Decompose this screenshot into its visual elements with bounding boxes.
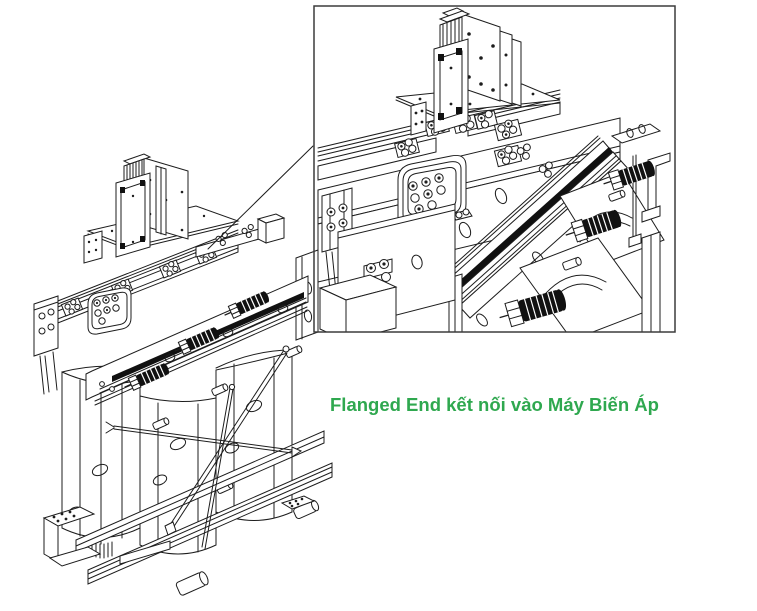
inset-hv-terminals [499,160,655,328]
detail-inset-view [317,7,671,332]
coil-holes [67,399,263,518]
hv-terminal [224,291,270,319]
beam-end-bracket [33,295,59,395]
bolt-cluster [158,259,182,279]
hv-terminal [174,327,220,355]
bolt-cluster [60,297,84,317]
hv-terminal [603,160,655,191]
detail-leader-line [207,145,314,250]
base-foot-right [280,495,316,510]
coil-spacer-pegs [152,345,303,494]
busbar-stub [195,213,286,258]
tie-rods [105,345,303,550]
main-transformer-view [33,153,333,596]
caption-flanged-end: Flanged End kết nối vào Máy Biến Áp [330,394,659,415]
base-frame [42,430,333,596]
inset-corner-box [318,274,398,332]
hv-terminals [124,291,270,391]
delta-loop-busbar [87,287,132,335]
flanged-end-assembly [115,153,189,258]
inset-flanged-end-assembly [433,7,522,134]
base-foot-left [42,506,102,567]
hv-terminal [565,209,622,243]
inset-clamp-rail [435,135,633,327]
roller-wheel [175,571,209,596]
hv-terminal [124,363,170,391]
hv-terminal [499,289,567,328]
detail-inset-border [313,5,676,333]
